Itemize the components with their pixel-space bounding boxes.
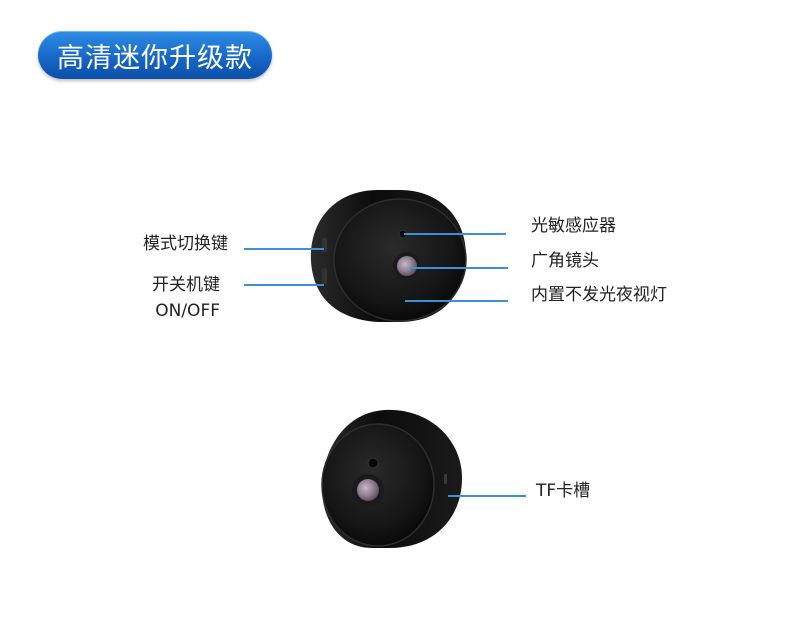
leader-power-key xyxy=(244,284,324,286)
camera-top-view xyxy=(310,190,467,322)
lens-bottom xyxy=(357,479,379,501)
leader-wide-lens xyxy=(410,267,508,269)
label-tf-slot: TF卡槽 xyxy=(536,481,591,501)
leader-light-sensor xyxy=(404,233,506,235)
wide-lens xyxy=(397,256,417,276)
label-night-vision: 内置不发光夜视灯 xyxy=(531,285,667,305)
leader-night-vision xyxy=(405,300,508,302)
tf-card-slot xyxy=(444,474,447,484)
label-wide-lens: 广角镜头 xyxy=(531,251,599,271)
leader-tf-slot xyxy=(448,495,526,497)
title-badge: 高清迷你升级款 xyxy=(38,31,272,79)
leader-mode-key xyxy=(244,248,324,250)
light-sensor-dot-bottom xyxy=(367,457,379,469)
page-title: 高清迷你升级款 xyxy=(57,42,253,74)
camera-bottom-view xyxy=(321,409,462,548)
label-light-sensor: 光敏感应器 xyxy=(531,216,616,236)
label-mode-key: 模式切换键 xyxy=(143,234,228,254)
power-key xyxy=(322,268,327,284)
label-power-key-en: ON/OFF xyxy=(155,301,220,321)
label-power-key-cn: 开关机键 xyxy=(152,275,220,295)
